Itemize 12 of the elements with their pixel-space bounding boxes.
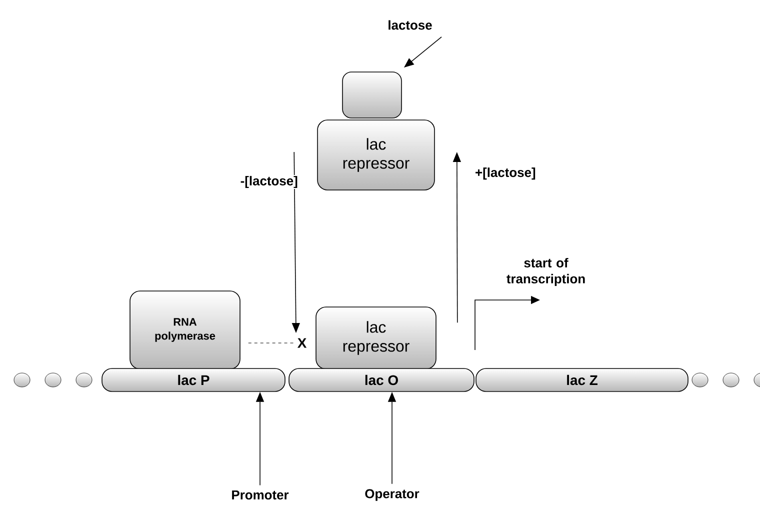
repressor-box: lac repressor: [316, 306, 436, 370]
gene-segment: lac Z: [476, 368, 688, 392]
edge-label: -[lactose]: [239, 174, 299, 190]
gene-segment: lac O: [288, 368, 474, 392]
label-text: Promoter: [232, 490, 289, 500]
label-text: Operator: [365, 489, 420, 501]
gene-segment: lac P: [102, 368, 286, 392]
label-text: start of transcription: [506, 258, 585, 286]
edge-label: +[lactose]: [474, 166, 537, 181]
label-text: lactose: [388, 20, 432, 30]
binding-site-lump: [342, 72, 402, 118]
block-mark: X: [297, 338, 307, 348]
